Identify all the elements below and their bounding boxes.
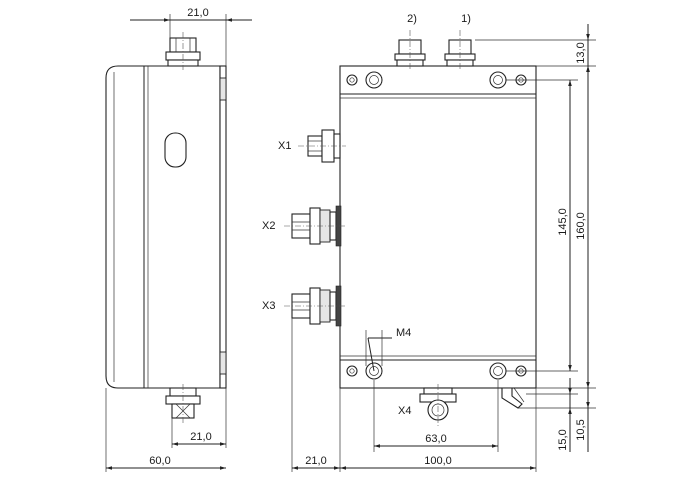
connector-x1 xyxy=(298,129,346,163)
dim-connector-height: 13,0 xyxy=(575,42,587,63)
top-connector-1 xyxy=(444,30,476,70)
connector-x4 xyxy=(419,384,457,426)
top-connector-2 xyxy=(394,30,426,70)
label-x3: X3 xyxy=(262,300,275,312)
ground-bracket xyxy=(501,387,523,409)
dim-bottom-a: 15,0 xyxy=(557,429,569,450)
side-top-connector xyxy=(165,32,201,70)
dim-side-bottom: 21,0 xyxy=(190,431,211,443)
dim-side-depth: 60,0 xyxy=(149,455,170,467)
side-housing-outline xyxy=(105,65,221,389)
connector-x2 xyxy=(284,205,346,247)
label-x4: X4 xyxy=(398,405,411,417)
side-bottom-connector xyxy=(165,384,201,424)
dim-bottom-b: 10,5 xyxy=(575,419,587,440)
side-view: 21,0 21,0 60,0 xyxy=(105,7,252,472)
dim-overall-height: 160,0 xyxy=(575,212,587,240)
mounting-plate xyxy=(339,65,537,389)
callout-2: 2) xyxy=(407,13,417,25)
front-view: 2) 1) X1 X2 X3 xyxy=(262,13,596,472)
label-x2: X2 xyxy=(262,220,275,232)
label-x1: X1 xyxy=(278,140,291,152)
dim-thread-m4: M4 xyxy=(396,327,411,339)
led-window xyxy=(164,132,187,168)
dim-hole-spacing-horizontal: 63,0 xyxy=(425,433,446,445)
connector-x3 xyxy=(284,285,346,327)
dim-connector-offset: 21,0 xyxy=(305,455,326,467)
side-rear-rail xyxy=(219,65,227,389)
dim-overall-width: 100,0 xyxy=(424,455,452,467)
dim-hole-spacing-vertical: 145,0 xyxy=(557,208,569,236)
callout-1: 1) xyxy=(461,13,471,25)
dim-side-top: 21,0 xyxy=(187,7,208,19)
